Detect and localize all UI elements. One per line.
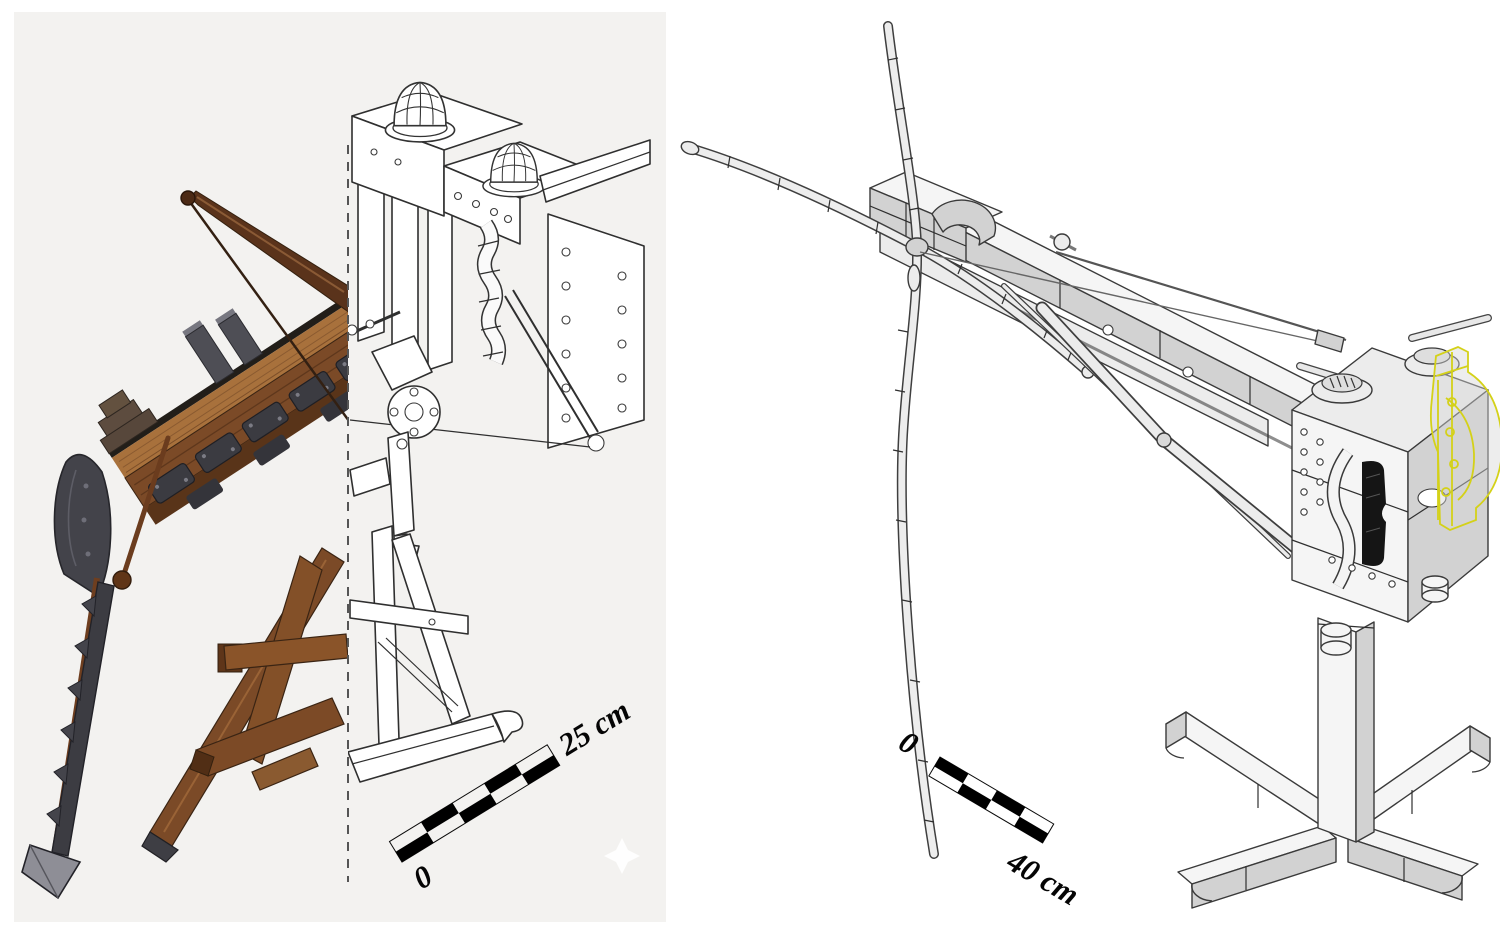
scale-right-end-label: 40 cm [1001, 843, 1086, 913]
rear-posts [182, 308, 263, 385]
sparkle-mark [604, 838, 640, 874]
end-flange [53, 453, 112, 598]
throwing-arm-lineart [349, 289, 605, 452]
side-plate [547, 213, 645, 449]
stepped-end-block [97, 389, 159, 455]
lineart-half [348, 81, 651, 783]
cords-and-rod [919, 233, 1347, 353]
scale-bar-right: 0 40 cm [893, 724, 1086, 913]
scale-bar-left-segments [395, 755, 560, 862]
scale-bar-right-segments [934, 757, 1049, 843]
washer-rear [1296, 362, 1373, 404]
rod-collar [1314, 329, 1345, 353]
base-scallop-ll [1191, 883, 1213, 902]
base-scallop-lr [1441, 875, 1463, 894]
base-scallop-ur [1471, 761, 1491, 773]
sinew-spring-coil [477, 219, 507, 365]
painted-half [21, 190, 348, 900]
rod-handle [1053, 233, 1071, 251]
highlighted-bracket [1429, 346, 1500, 531]
limb-teardrop-segment [907, 264, 921, 292]
left-panel: 0 25 cm [14, 12, 666, 922]
paper-background [14, 12, 666, 922]
bow-limb-horizontal [680, 140, 1095, 379]
frame-uprights [357, 142, 453, 371]
right-panel: 0 40 cm [680, 21, 1500, 913]
trigger-mechanism [348, 310, 441, 559]
bow-hub [905, 237, 929, 257]
arm-knob [180, 190, 196, 206]
stand-lineart [348, 525, 524, 783]
bow-arm-painted [180, 190, 348, 422]
stock-beam [97, 292, 348, 525]
base-scallop-ul [1165, 747, 1185, 759]
frame-feet-cylinders [1320, 575, 1449, 656]
stand-painted [141, 547, 348, 863]
bow-limb-vertical [883, 21, 939, 859]
washer-front [1404, 314, 1492, 377]
strut-elbow-pin [1156, 432, 1172, 448]
spring-bundle [1362, 461, 1386, 566]
curved-stanchion [1328, 449, 1355, 589]
support-struts [1001, 283, 1303, 559]
arch-piece [931, 199, 997, 246]
torsion-frame [1291, 314, 1500, 656]
side-beam [539, 139, 651, 203]
ratchet-spike [21, 581, 115, 900]
